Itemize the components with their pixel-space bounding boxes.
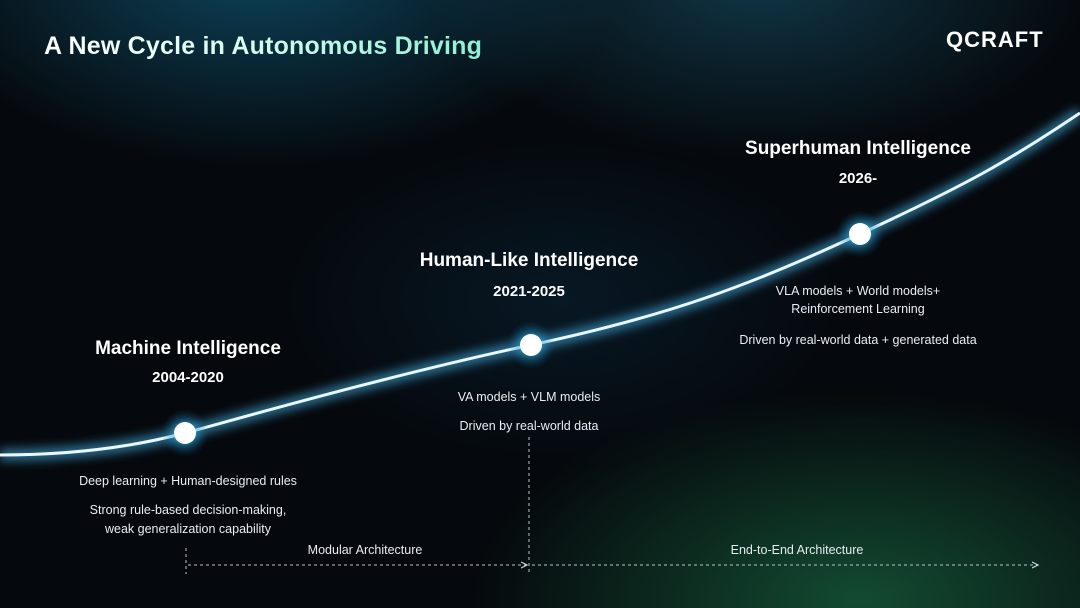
stage-desc-machine-1: Deep learning + Human-designed rules — [79, 474, 297, 488]
stage-desc-human-like-1: VA models + VLM models — [457, 390, 601, 404]
stage-years-superhuman: 2026- — [838, 170, 878, 187]
stage-desc-human-like-2: Driven by real-world data — [459, 419, 599, 433]
stage-desc-machine-2: Strong rule-based decision-making, — [89, 503, 287, 517]
page-title: A New Cycle in Autonomous Driving — [44, 32, 483, 60]
architecture-label-end-to-end: End-to-End Architecture — [730, 543, 864, 557]
qcraft-logo: QCRAFT — [946, 27, 1044, 52]
stage-desc-superhuman-1: VLA models + World models+ — [775, 284, 941, 298]
stage-desc-superhuman-2: Reinforcement Learning — [791, 302, 925, 316]
architecture-label-modular: Modular Architecture — [307, 543, 423, 557]
stage-years-human-like: 2021-2025 — [493, 283, 565, 300]
stage-title-machine: Machine Intelligence — [95, 338, 281, 359]
milestone-node-machine — [161, 409, 209, 457]
stage-desc-superhuman-3: Driven by real-world data + generated da… — [739, 333, 977, 347]
milestone-node-human-like — [507, 321, 555, 369]
stage-desc-machine-3: weak generalization capability — [104, 522, 272, 536]
milestone-node-superhuman — [836, 210, 884, 258]
stage-years-machine: 2004-2020 — [152, 369, 224, 386]
stage-title-superhuman: Superhuman Intelligence — [745, 138, 971, 159]
stage-title-human-like: Human-Like Intelligence — [419, 250, 639, 271]
